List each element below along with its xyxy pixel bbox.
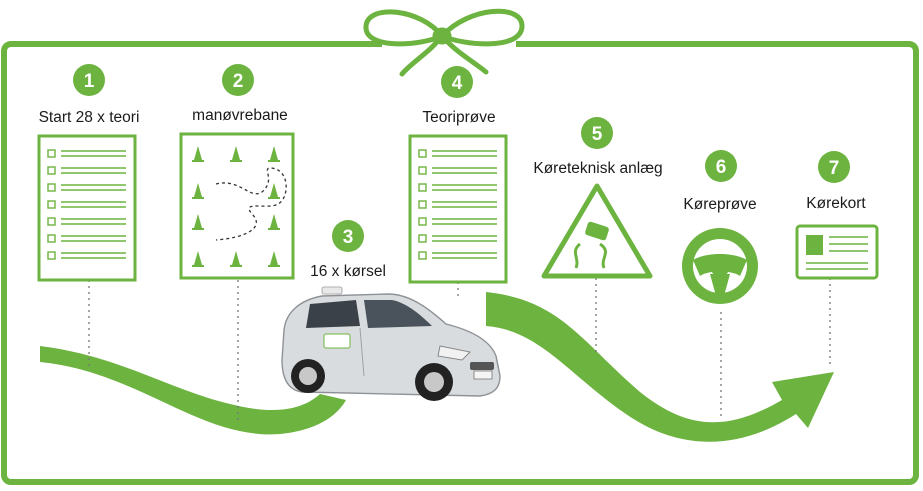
step-label: Kørekort (806, 195, 866, 212)
step-number: 6 (716, 157, 727, 178)
checklist-icon (408, 134, 508, 284)
step-number: 4 (452, 73, 463, 94)
step-3: 3 16 x kørsel (281, 220, 501, 401)
step-2: 2 manøvrebane (179, 64, 295, 280)
steering-wheel-icon (682, 228, 758, 304)
step-7: 7 Kørekort (795, 151, 879, 280)
step-number-badge (332, 220, 364, 252)
step-label: Køreteknisk anlæg (533, 160, 662, 177)
step-number-badge (73, 64, 105, 96)
step-number-badge (818, 151, 850, 183)
progress-path-right (486, 292, 834, 442)
step-label: Start 28 x teori (39, 109, 140, 126)
step-number: 5 (592, 124, 603, 145)
step-number: 7 (829, 158, 840, 179)
driving-school-car-icon (281, 286, 501, 401)
step-number-badge (581, 117, 613, 149)
cone-course-icon (179, 132, 295, 280)
step-label: Køreprøve (683, 196, 756, 213)
step-4: 4 Teoriprøve (408, 66, 508, 284)
step-label: manøvrebane (192, 107, 288, 124)
step-number-badge (441, 66, 473, 98)
step-number: 3 (343, 227, 354, 248)
step-number-badge (222, 64, 254, 96)
step-5: 5 Køreteknisk anlæg (533, 117, 663, 279)
step-number: 1 (84, 71, 95, 92)
slippery-road-sign-icon (541, 183, 653, 279)
step-number: 2 (233, 71, 244, 92)
step-1: 1 Start 28 x teori (37, 64, 140, 282)
step-label: 16 x kørsel (310, 263, 386, 280)
driving-licence-card-icon (795, 224, 879, 280)
progress-path-left (40, 346, 346, 435)
step-number-badge (705, 150, 737, 182)
step-label: Teoriprøve (422, 109, 495, 126)
checklist-icon (37, 134, 137, 282)
ribbon-bow-icon (363, 8, 525, 77)
step-6: 6 Køreprøve (682, 150, 758, 304)
